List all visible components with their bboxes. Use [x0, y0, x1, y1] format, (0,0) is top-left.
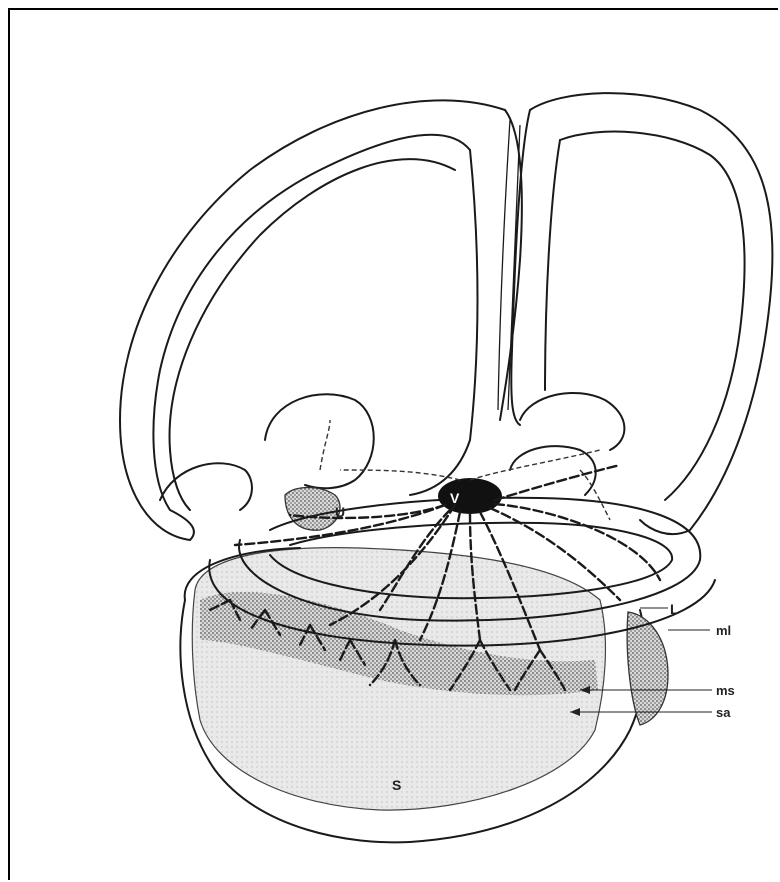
right-canal-inner [560, 132, 745, 500]
label-s: S [392, 777, 401, 793]
left-canal-inner [410, 150, 478, 495]
label-ml: ml [716, 623, 731, 638]
right-ampulla-upper [520, 393, 624, 450]
label-sa: sa [716, 705, 731, 720]
label-v: V [450, 490, 460, 506]
left-canal-lumen [170, 159, 455, 510]
label-l: L [670, 601, 679, 617]
left-small-ampulla [160, 463, 252, 510]
right-canal [530, 93, 772, 534]
label-ms: ms [716, 683, 735, 698]
label-u: U [335, 504, 345, 520]
utricle [285, 488, 340, 531]
left-ampulla [265, 394, 374, 488]
right-canal-wall-inner [545, 140, 560, 390]
